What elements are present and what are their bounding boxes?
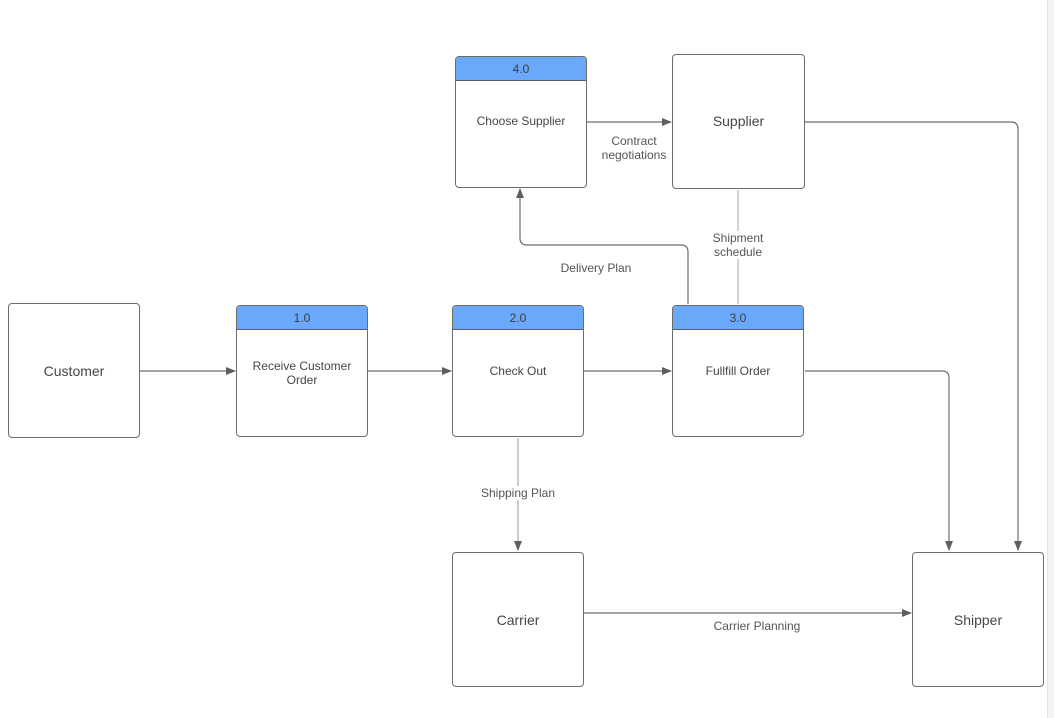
process-name: Check Out	[489, 364, 547, 378]
flow-supplier-to-shipper	[805, 121, 1022, 551]
process-number: 1.0	[293, 310, 311, 325]
entity-supplier[interactable]: Supplier	[672, 54, 805, 189]
process-number: 2.0	[509, 310, 527, 325]
entity-shipper-label: Shipper	[953, 611, 1003, 628]
entity-carrier-label: Carrier	[496, 611, 540, 628]
process-check-out[interactable]: 2.0 Check Out	[452, 305, 584, 437]
flow-delivery-plan	[516, 188, 689, 304]
process-number-header: 2.0	[453, 306, 583, 330]
process-name: Fullfill Order	[705, 364, 771, 378]
process-fulfill-order[interactable]: 3.0 Fullfill Order	[672, 305, 804, 437]
process-receive-customer-order[interactable]: 1.0 Receive Customer Order	[236, 305, 368, 437]
flow-label-delivery-plan: Delivery Plan	[560, 261, 632, 275]
process-choose-supplier[interactable]: 4.0 Choose Supplier	[455, 56, 587, 188]
process-number-header: 3.0	[673, 306, 803, 330]
entity-shipper[interactable]: Shipper	[912, 552, 1044, 687]
entity-carrier[interactable]: Carrier	[452, 552, 584, 687]
flow-label-contract: Contract negotiations	[597, 134, 671, 162]
process-name: Choose Supplier	[476, 114, 566, 128]
entity-supplier-label: Supplier	[712, 113, 765, 129]
flow-fulfill-to-shipper	[805, 370, 953, 551]
process-body: Choose Supplier	[456, 81, 586, 187]
canvas-scrollbar[interactable]	[1047, 0, 1054, 718]
process-number: 4.0	[512, 61, 530, 76]
flow-label-shipping-plan: Shipping Plan	[476, 486, 560, 500]
process-body: Check Out	[453, 330, 583, 436]
process-number: 3.0	[729, 310, 747, 325]
process-body: Fullfill Order	[673, 330, 803, 436]
process-number-header: 1.0	[237, 306, 367, 330]
process-body: Receive Customer Order	[237, 330, 367, 436]
process-name: Receive Customer Order	[252, 359, 352, 387]
flow-label-carrier-planning: Carrier Planning	[713, 619, 801, 633]
flow-label-shipment-schedule: Shipment schedule	[703, 231, 773, 259]
entity-customer-label: Customer	[43, 362, 105, 379]
process-number-header: 4.0	[456, 57, 586, 81]
entity-customer[interactable]: Customer	[8, 303, 140, 438]
